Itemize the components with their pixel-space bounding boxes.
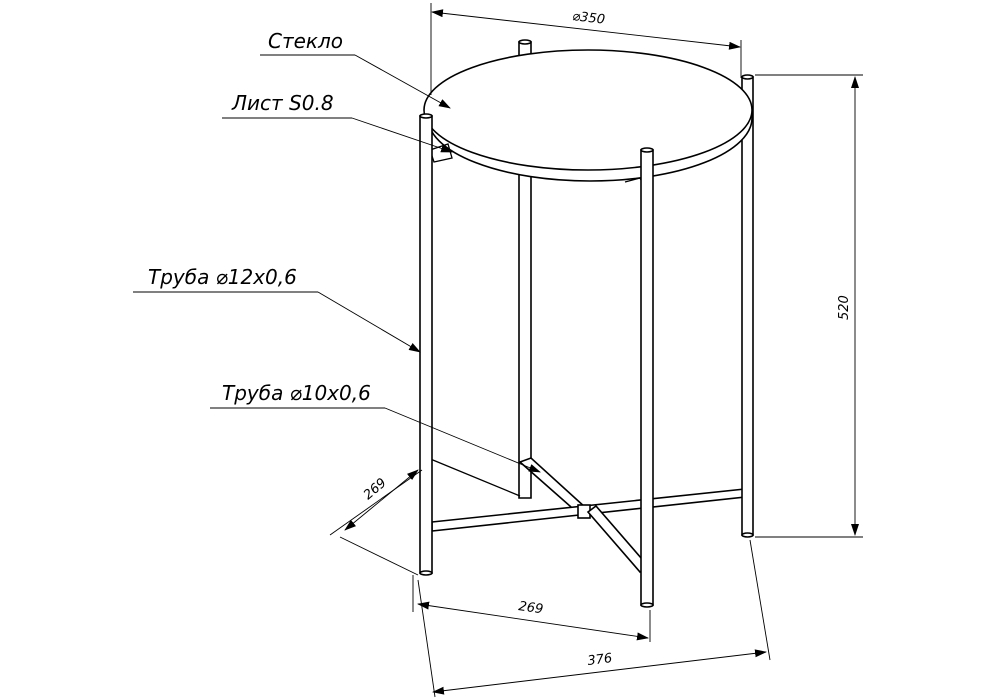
tube10-label: Труба ⌀10x0,6 [222,381,371,405]
dim-depth: 269 [329,469,423,576]
glass-top [423,49,753,171]
callout-glass: Стекло [260,29,451,109]
front-center-leg [640,147,654,608]
front-left-leg [419,113,433,576]
height-value: 520 [837,295,852,320]
front-brace [586,504,650,574]
tube12-label: Труба ⌀12x0,6 [148,265,297,289]
right-leg [741,74,754,538]
sheet-label: Лист S0.8 [231,91,334,115]
dim-diameter: ⌀350 [430,3,742,95]
table-top [423,49,753,189]
inner-width-value: 269 [517,599,544,617]
dim-inner-width: 269 [412,575,651,642]
overall-width-value: 376 [587,651,613,669]
dim-overall-width: 376 [417,539,771,698]
callout-sheet: Лист S0.8 [222,91,453,153]
dim-height: 520 [755,74,863,538]
callout-tube10: Труба ⌀10x0,6 [210,381,541,473]
callout-tube12: Труба ⌀12x0,6 [133,265,421,353]
glass-label: Стекло [268,29,343,53]
diameter-value: ⌀350 [572,9,606,28]
depth-value: 269 [361,476,390,503]
